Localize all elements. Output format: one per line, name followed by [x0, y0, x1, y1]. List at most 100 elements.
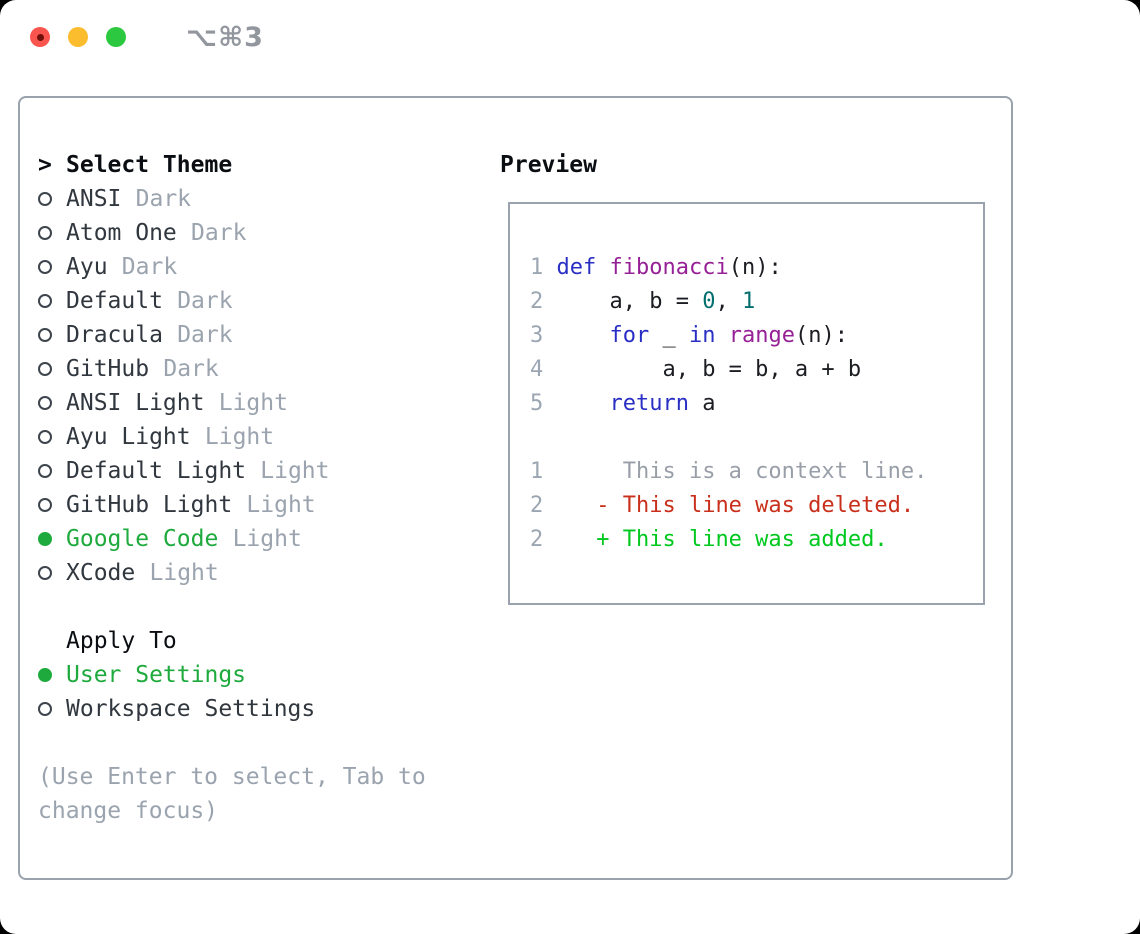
theme-option[interactable]: Ayu Dark	[38, 250, 500, 284]
theme-variant: Light	[218, 390, 288, 416]
theme-option[interactable]: GitHub Light Light	[38, 488, 500, 522]
radio-icon	[38, 294, 52, 308]
marker-cell	[38, 566, 66, 580]
theme-option[interactable]: GitHub Dark	[38, 352, 500, 386]
apply-to-label: Apply To	[66, 628, 177, 654]
select-theme-header: > Select Theme	[38, 148, 500, 182]
theme-option[interactable]: Dracula Dark	[38, 318, 500, 352]
code-segment-lit: 0	[702, 289, 716, 314]
marker-cell	[38, 430, 66, 444]
radio-icon	[38, 192, 52, 206]
apply-option[interactable]: User Settings	[38, 658, 500, 692]
theme-variant: Light	[232, 526, 302, 552]
option-label: Workspace Settings	[66, 696, 316, 722]
radio-icon	[38, 362, 52, 376]
theme-name: GitHub Light	[66, 492, 233, 518]
line-number: 4	[530, 357, 557, 382]
code-segment-fn: fibonacci	[609, 255, 729, 280]
select-theme-label: Select Theme	[66, 152, 233, 178]
code-segment-pln: _	[649, 323, 689, 348]
code-segment-pln: a, b =	[556, 289, 703, 314]
radio-selected-icon	[38, 532, 52, 546]
marker-cell	[38, 260, 66, 274]
radio-selected-icon	[38, 668, 52, 682]
code-segment-pln	[557, 391, 610, 416]
theme-variant: Light	[246, 492, 316, 518]
theme-variant: Dark	[163, 356, 219, 382]
theme-name: Ayu	[66, 254, 108, 280]
preview-header: Preview	[500, 152, 597, 178]
theme-name: Ayu Light	[66, 424, 191, 450]
line-number	[530, 425, 557, 450]
marker-cell	[38, 532, 66, 546]
radio-icon	[38, 260, 52, 274]
code-segment-pln: ,	[715, 289, 742, 314]
radio-icon	[38, 498, 52, 512]
theme-name: Dracula	[66, 322, 163, 348]
theme-option[interactable]: Atom One Dark	[38, 216, 500, 250]
theme-name: GitHub	[66, 356, 150, 382]
code-line: 3 for _ in range(n):	[530, 319, 983, 353]
code-line: 1 This is a context line.	[530, 455, 983, 489]
apply-option[interactable]: Workspace Settings	[38, 692, 500, 726]
close-button[interactable]	[30, 27, 50, 47]
code-segment-pln	[557, 323, 610, 348]
marker-cell	[38, 226, 66, 240]
theme-name: Atom One	[66, 220, 177, 246]
code-segment-lit: 1	[741, 289, 756, 314]
line-number: 5	[530, 391, 557, 416]
minimize-button[interactable]	[68, 27, 88, 47]
radio-icon	[38, 702, 52, 716]
theme-variant: Dark	[177, 288, 233, 314]
unsaved-dot-icon	[36, 33, 44, 41]
code-line: 2 a, b = 0, 1	[530, 285, 983, 319]
theme-variant: Dark	[121, 254, 178, 280]
marker-cell	[38, 702, 66, 716]
code-segment-kw: def	[556, 255, 610, 280]
radio-icon	[38, 566, 52, 580]
theme-name: XCode	[66, 560, 136, 586]
theme-variant: Dark	[191, 220, 247, 246]
window-title: ⌥⌘3	[186, 21, 264, 53]
line-number: 2	[530, 493, 557, 518]
cursor-icon: >	[38, 152, 52, 178]
theme-variant: Dark	[177, 322, 233, 348]
theme-name: Google Code	[66, 526, 219, 552]
marker-cell	[38, 464, 66, 478]
code-segment-kw: for	[609, 323, 650, 348]
code-segment-pln: a	[688, 391, 716, 416]
theme-option[interactable]: Google Code Light	[38, 522, 500, 556]
hint-text: (Use Enter to select, Tab to change focu…	[38, 764, 426, 824]
marker-cell	[38, 362, 66, 376]
preview-panel: Preview 1 def fibonacci(n): 2 a, b = 0, 1…	[500, 98, 1011, 878]
marker-cell	[38, 328, 66, 342]
apply-to-header-row: Apply To	[38, 624, 500, 658]
code-segment-ctx: This is a context line.	[556, 459, 928, 484]
marker-cell	[38, 668, 66, 682]
option-label: User Settings	[66, 662, 247, 688]
code-line: 2 + This line was added.	[530, 523, 983, 557]
line-number: 1	[530, 459, 557, 484]
line-number: 2	[530, 289, 557, 314]
radio-icon	[38, 396, 52, 410]
radio-icon	[38, 226, 52, 240]
code-segment-pln: (n):	[728, 255, 782, 280]
marker-cell	[38, 498, 66, 512]
code-segment-del: - This line was deleted.	[556, 493, 915, 518]
code-line: 2 - This line was deleted.	[530, 489, 983, 523]
marker-cell	[38, 192, 66, 206]
theme-name: ANSI	[66, 186, 122, 212]
zoom-button[interactable]	[106, 27, 126, 47]
line-number: 1	[530, 255, 557, 280]
code-line	[530, 421, 983, 455]
code-segment-pln: a, b = b, a + b	[556, 357, 862, 382]
